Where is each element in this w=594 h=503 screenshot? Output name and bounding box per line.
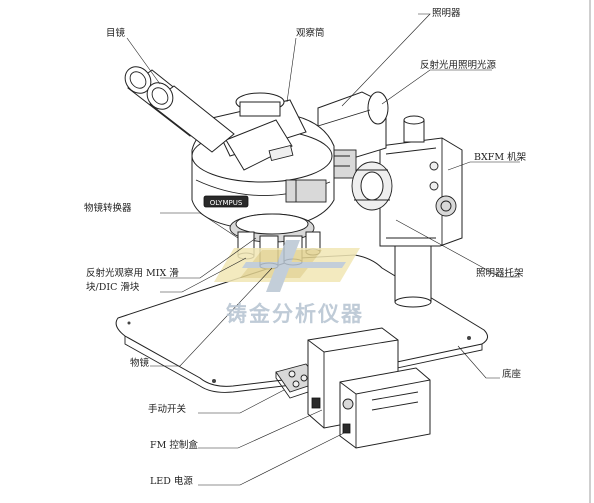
label-nosepiece: 物镜转换器 <box>84 203 132 214</box>
label-observation-tube: 观察筒 <box>296 28 325 39</box>
eyepiece-right <box>146 82 235 153</box>
focus-knob <box>351 161 393 211</box>
label-reflected-light-source: 反射光用照明光源 <box>420 60 497 71</box>
illuminator-housing <box>317 91 389 179</box>
led-power-shape <box>339 367 431 449</box>
label-illuminator-holder: 照明器托架 <box>476 268 524 279</box>
label-fm-control-box: FM 控制盒 <box>150 440 198 451</box>
label-base: 底座 <box>502 369 522 380</box>
label-illuminator: 照明器 <box>432 8 461 19</box>
label-eyepiece: 目镜 <box>106 28 126 39</box>
leader-lines <box>126 13 520 486</box>
label-led-power: LED 电源 <box>150 476 193 487</box>
observation-tube <box>211 92 307 171</box>
watermark-logo <box>214 240 360 292</box>
label-mix-slider-line2: 块/DIC 滑块 <box>86 282 140 293</box>
label-mix-slider-line1: 反射光观察用 MIX 滑 <box>86 268 179 279</box>
label-manual-switch: 手动开关 <box>148 404 187 415</box>
label-objective: 物镜 <box>130 358 150 369</box>
bxfm-frame-block <box>379 115 463 247</box>
brand-plate: OLYMPUS <box>210 199 243 207</box>
label-bxfm-frame: BXFM 机架 <box>474 152 527 163</box>
watermark-text: 铸金分析仪器 <box>226 302 364 326</box>
